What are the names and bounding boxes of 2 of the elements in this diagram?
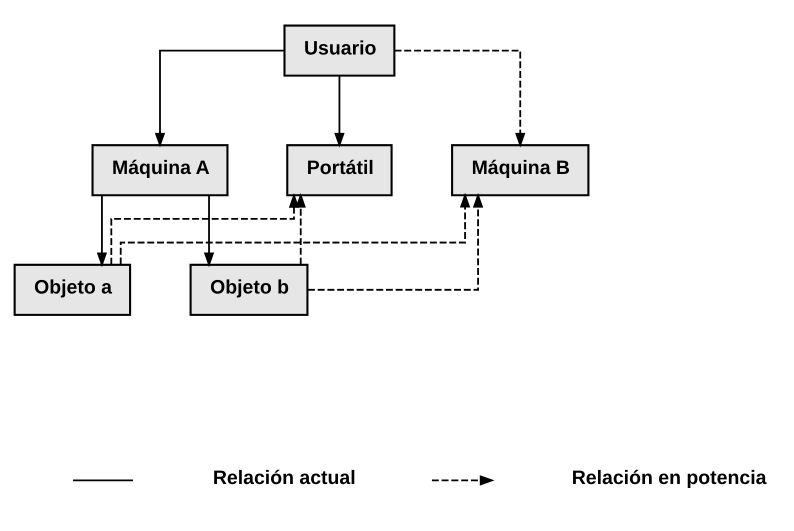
legend-label: Relación en potencia <box>571 467 766 490</box>
legend-label: Relación actual <box>212 467 356 490</box>
